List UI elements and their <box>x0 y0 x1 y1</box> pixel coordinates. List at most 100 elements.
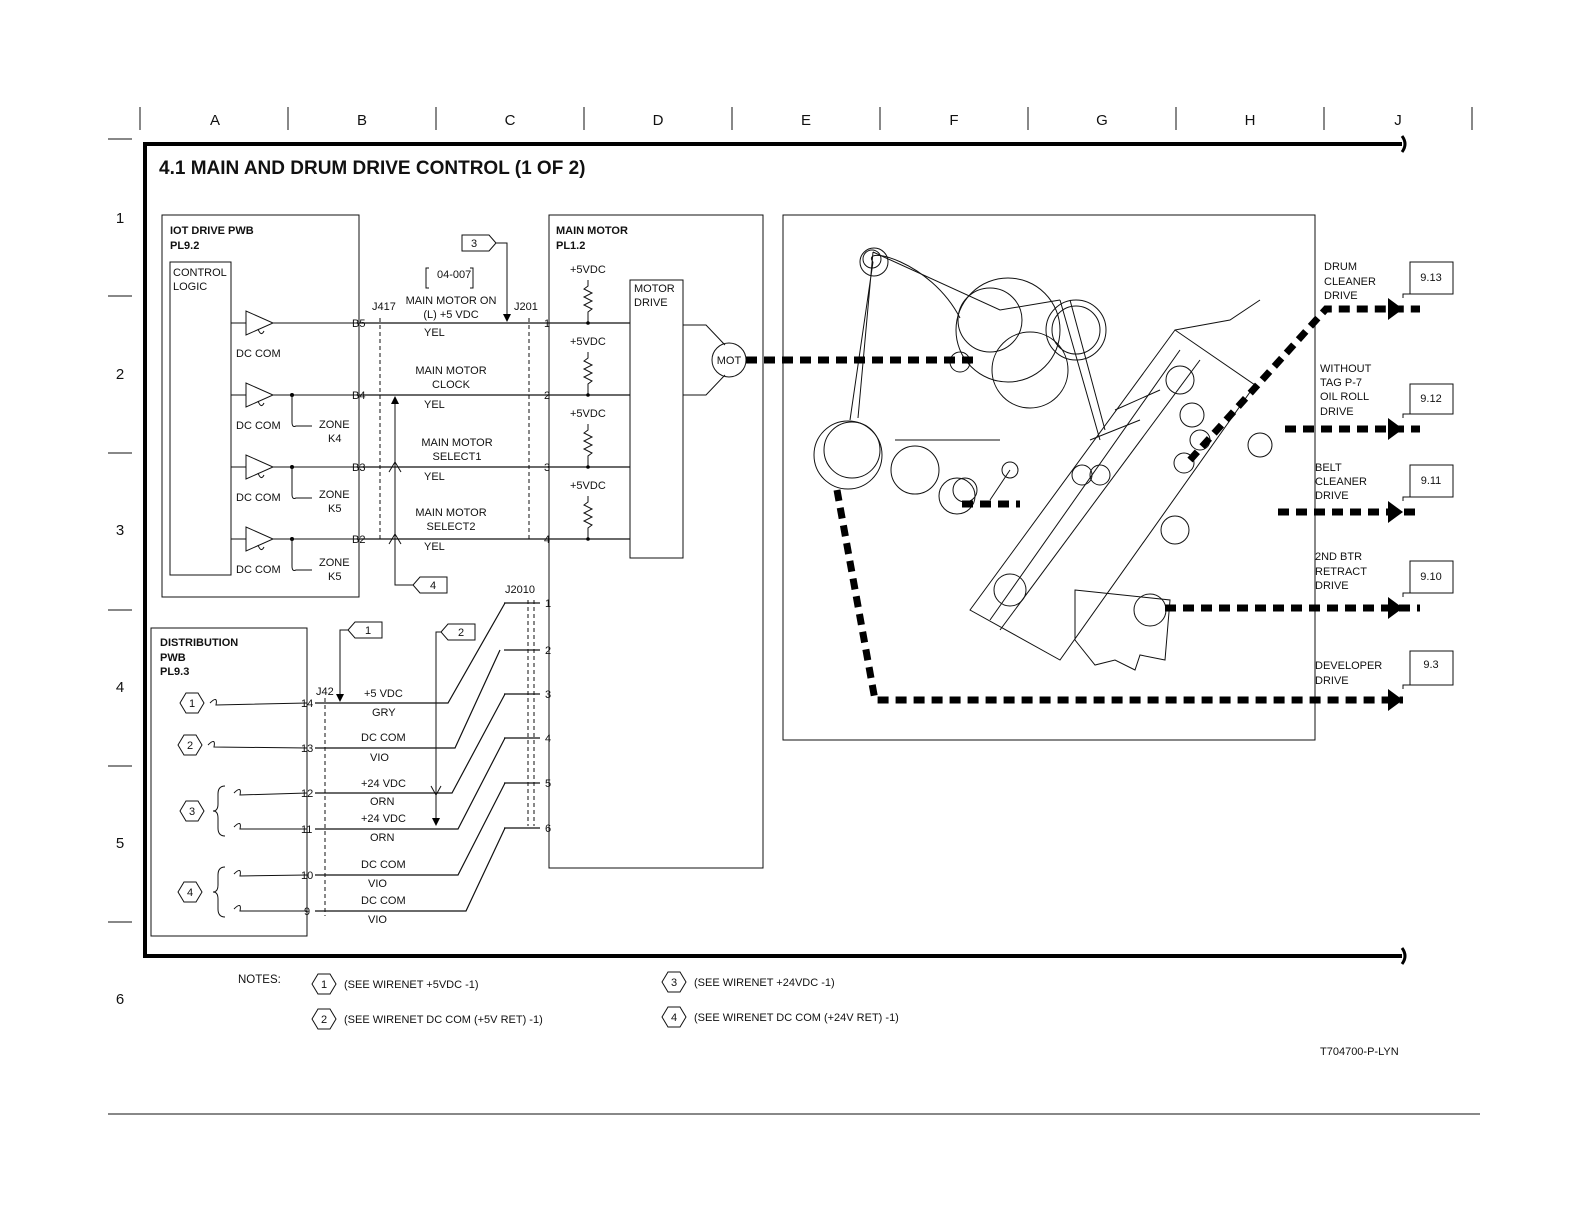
dc-com-label: DC COM <box>236 492 281 504</box>
connector-j42: J42 14 13 12 11 10 9 +5 VDC GRY DC COM V… <box>301 602 506 926</box>
fault-code: 04-007 <box>437 269 471 281</box>
driver-buffer-2: DC COM ZONE K4 <box>231 382 359 445</box>
wire-color: GRY <box>372 707 396 719</box>
pin-label: 3 <box>545 689 551 701</box>
driver-buffer-1: DC COM <box>231 310 359 360</box>
note-text: (SEE WIRENET +24VDC -1) <box>694 977 835 989</box>
output-label: CLEANER <box>1315 476 1367 488</box>
control-logic-block <box>169 261 232 576</box>
output-label: TAG P-7 <box>1320 377 1362 389</box>
ref-tag-number: 3 <box>471 238 477 250</box>
grid-row-label: 3 <box>116 522 124 539</box>
pin-label: 4 <box>545 733 551 745</box>
wire-signal: +24 VDC <box>361 813 406 825</box>
output-ref[interactable]: 9.11 <box>1421 475 1442 487</box>
figure-id: T704700-P-LYN <box>1320 1046 1399 1058</box>
output-developer-drive: DEVELOPER DRIVE 9.3 <box>1315 650 1454 689</box>
zone-label: K5 <box>328 503 341 515</box>
pin-label: 11 <box>301 824 312 836</box>
output-label: DRIVE <box>1320 406 1354 418</box>
output-label: DRIVE <box>1324 290 1358 302</box>
output-label: DRIVE <box>1315 580 1349 592</box>
output-label: DRUM <box>1324 261 1357 273</box>
output-ref[interactable]: 9.12 <box>1420 393 1441 405</box>
wire-color: YEL <box>424 471 445 483</box>
pin-label: 9 <box>304 906 310 918</box>
note-tag-number: 3 <box>671 977 677 989</box>
ref-tag-2: 2 <box>430 623 476 826</box>
note-text: (SEE WIRENET DC COM (+24V RET) -1) <box>694 1012 899 1024</box>
wire-signal: DC COM <box>361 895 406 907</box>
wire-color: ORN <box>370 832 395 844</box>
hex-tag-number: 3 <box>189 806 195 818</box>
wire-signal: DC COM <box>361 859 406 871</box>
driver-buffer-3: DC COM ZONE K5 <box>231 454 359 515</box>
wire-color: YEL <box>424 541 445 553</box>
output-ref[interactable]: 9.10 <box>1420 571 1441 583</box>
zone-label: ZONE <box>319 489 350 501</box>
hex-tag-number: 2 <box>187 740 193 752</box>
note-tag-number: 2 <box>321 1014 327 1026</box>
output-ref[interactable]: 9.13 <box>1420 272 1441 284</box>
pin-label: B4 <box>352 390 365 402</box>
zone-label: ZONE <box>319 419 350 431</box>
output-2nd-btr-retract-drive: 2ND BTR RETRACT DRIVE 9.10 <box>1315 551 1454 597</box>
signal-name: MAIN MOTOR <box>415 365 486 377</box>
note-tag <box>311 1008 337 1030</box>
drive-illustration-box <box>782 214 1316 741</box>
output-oil-roll-drive: WITHOUT TAG P-7 OIL ROLL DRIVE 9.12 <box>1320 363 1454 418</box>
pin-label: 10 <box>301 870 313 882</box>
main-motor-part: PL1.2 <box>556 240 585 252</box>
page-title: 4.1 MAIN AND DRUM DRIVE CONTROL (1 OF 2) <box>159 158 585 179</box>
grid-row-label: 5 <box>116 835 124 852</box>
note-tag-number: 1 <box>321 979 327 991</box>
notes: NOTES: 1 (SEE WIRENET +5VDC -1) 2 (SEE W… <box>238 971 899 1030</box>
output-label: RETRACT <box>1315 566 1367 578</box>
connector-label: J42 <box>316 686 334 698</box>
pin-label: 14 <box>301 698 313 710</box>
distribution-pwb-part: PL9.3 <box>160 666 189 678</box>
pullup-voltage: +5VDC <box>570 336 606 348</box>
wire-signal: +24 VDC <box>361 778 406 790</box>
connector-j417: J417 J201 B5 B4 B3 B2 <box>352 301 538 546</box>
main-motor-block: MAIN MOTOR PL1.2 +5VDC +5VDC +5VDC +5VDC… <box>548 214 764 869</box>
note-tag <box>661 1006 687 1028</box>
output-label: DRIVE <box>1315 675 1349 687</box>
distribution-pwb-name: DISTRIBUTION <box>160 637 238 649</box>
pin-label: 3 <box>544 462 550 474</box>
grid-column-header: A B C D E F G H J <box>139 107 1473 130</box>
pin-label: 13 <box>301 743 313 755</box>
pullup-voltage: +5VDC <box>570 264 606 276</box>
wire-color: ORN <box>370 796 395 808</box>
note-tag-number: 4 <box>671 1012 677 1024</box>
signal-name: (L) +5 VDC <box>423 309 478 321</box>
output-label: CLEANER <box>1324 276 1376 288</box>
distribution-pwb: DISTRIBUTION PWB PL9.3 1 2 3 4 <box>150 627 308 937</box>
grid-row-label: 1 <box>116 210 124 227</box>
grid-col-label: B <box>357 112 367 129</box>
motor-drive-label: MOTOR <box>634 283 675 295</box>
signal-name: SELECT2 <box>427 521 476 533</box>
pullup-voltage: +5VDC <box>570 480 606 492</box>
distribution-pwb-name: PWB <box>160 652 186 664</box>
pin-label: B2 <box>352 534 365 546</box>
drive-outputs: DRUM CLEANER DRIVE 9.13 WITHOUT TAG P-7 … <box>1315 261 1454 689</box>
signal-name: MAIN MOTOR <box>421 437 492 449</box>
signal-wires: 04-007 MAIN MOTOR ON (L) +5 VDC YEL MAIN… <box>359 267 630 553</box>
output-ref[interactable]: 9.3 <box>1423 659 1438 671</box>
hex-tag <box>177 734 203 756</box>
zone-label: ZONE <box>319 557 350 569</box>
ref-tag-4: 4 <box>388 396 448 594</box>
dc-com-label: DC COM <box>236 420 281 432</box>
note-tag <box>661 971 687 993</box>
iot-drive-pwb-name: IOT DRIVE PWB <box>170 225 254 237</box>
zone-label: K5 <box>328 571 341 583</box>
grid-col-label: J <box>1394 112 1402 129</box>
output-label: DEVELOPER <box>1315 660 1382 672</box>
ref-tag-number: 4 <box>430 580 436 592</box>
iot-drive-pwb: IOT DRIVE PWB PL9.2 CONTROL LOGIC DC COM… <box>161 214 360 598</box>
ref-tag-1: 1 <box>336 621 383 702</box>
wire-signal: DC COM <box>361 732 406 744</box>
grid-row-label: 6 <box>116 991 124 1008</box>
pin-label: 2 <box>545 645 551 657</box>
